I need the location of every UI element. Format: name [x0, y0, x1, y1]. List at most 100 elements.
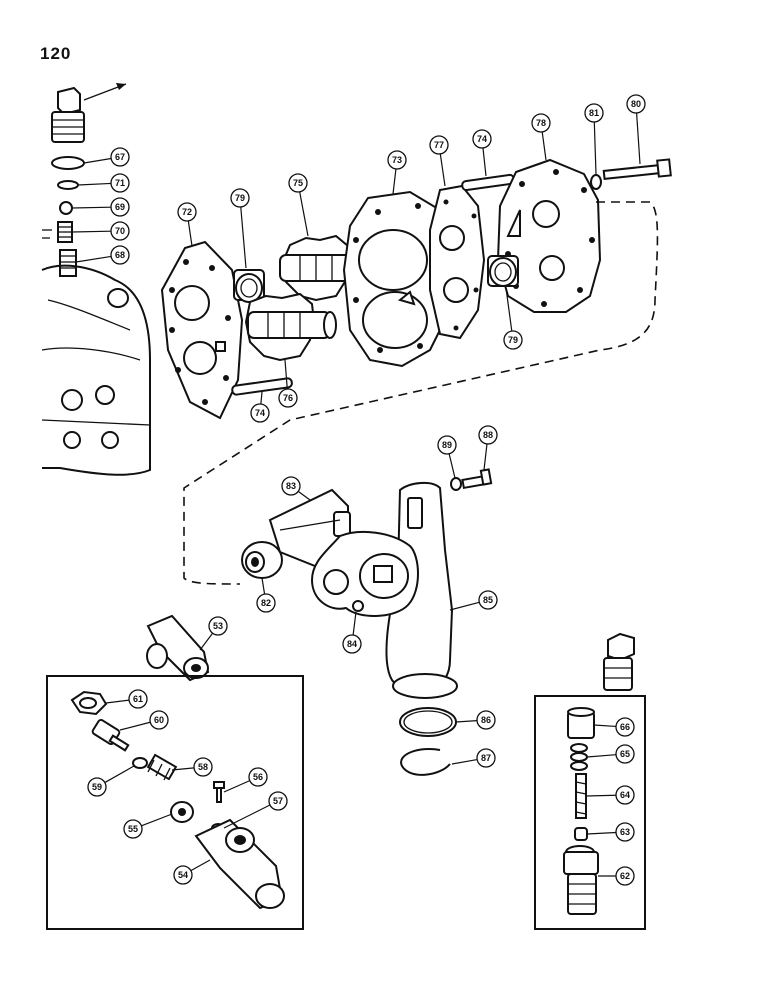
callout-leader-line	[448, 453, 456, 479]
callout-layer: 6771697068727975737774788180797476898883…	[71, 94, 646, 886]
callout-circle	[472, 129, 492, 149]
callout-label: 64	[620, 790, 630, 800]
callout-79: 79	[230, 188, 250, 269]
callout-leader-line	[141, 813, 173, 827]
callout-leader-line	[171, 767, 195, 771]
callout-label: 72	[182, 207, 192, 217]
bolt-80	[602, 158, 672, 181]
callout-59: 59	[87, 765, 135, 797]
dowel-pin-74-lower	[231, 377, 293, 396]
callout-circle	[437, 435, 457, 455]
outlet-tube-85	[385, 482, 458, 699]
callout-60: 60	[119, 710, 169, 731]
pump-body-73	[342, 190, 457, 368]
callout-label: 78	[536, 118, 546, 128]
callout-circle	[230, 188, 250, 208]
callout-circle	[281, 476, 301, 496]
callout-circle	[615, 822, 635, 842]
callout-label: 82	[261, 598, 271, 608]
callout-85: 85	[449, 590, 498, 611]
callout-74: 74	[472, 129, 492, 177]
callout-label: 58	[198, 762, 208, 772]
callout-leader-line	[297, 490, 311, 501]
callout-label: 62	[620, 871, 630, 881]
callout-74: 74	[250, 391, 270, 423]
callout-56: 56	[223, 767, 268, 793]
callout-circle	[531, 113, 551, 133]
callout-label: 74	[477, 134, 487, 144]
valve-tee-53	[146, 614, 210, 682]
washers-65	[570, 743, 588, 771]
callout-75: 75	[288, 173, 309, 237]
callout-leader-line	[240, 206, 247, 269]
callout-leader-line	[83, 157, 112, 164]
callout-circle	[208, 616, 228, 636]
callout-circle	[278, 388, 298, 408]
callout-label: 88	[483, 430, 493, 440]
callout-circle	[110, 221, 130, 241]
callout-label: 73	[392, 155, 402, 165]
callout-76: 76	[278, 359, 298, 408]
fitting-top-right	[603, 632, 635, 691]
callout-label: 69	[115, 202, 125, 212]
callout-leader-line	[190, 859, 211, 872]
callout-leader-line	[104, 765, 135, 784]
callout-53: 53	[199, 616, 228, 651]
callout-circle	[128, 689, 148, 709]
bushing-79-right	[487, 255, 519, 287]
bolt-88	[461, 468, 493, 490]
callout-leader-line	[77, 182, 112, 186]
callout-66: 66	[593, 717, 635, 737]
callout-circle	[615, 744, 635, 764]
callout-leader-line	[119, 721, 151, 731]
spring-70	[57, 221, 73, 243]
snap-ring-87	[400, 748, 451, 776]
callout-leader-line	[439, 153, 446, 187]
callout-label: 80	[631, 99, 641, 109]
callout-leader-line	[261, 577, 266, 595]
callout-label: 76	[283, 393, 293, 403]
callout-80: 80	[626, 94, 646, 165]
inset-box-relief-detail	[534, 695, 646, 930]
callout-58: 58	[171, 757, 213, 777]
callout-leader-line	[482, 147, 487, 177]
callout-61: 61	[105, 689, 148, 709]
callout-circle	[173, 865, 193, 885]
callout-78: 78	[531, 113, 551, 161]
callout-label: 71	[115, 178, 125, 188]
cap-nut-66	[567, 707, 595, 739]
callout-label: 86	[481, 715, 491, 725]
callout-circle	[626, 94, 646, 114]
callout-circle	[476, 748, 496, 768]
ball-69	[59, 201, 73, 215]
callout-leader-line	[352, 611, 357, 636]
nut-61	[70, 690, 108, 716]
callout-leader-line	[449, 601, 480, 611]
washer-71	[57, 180, 79, 190]
gasket-77	[429, 184, 486, 340]
callout-65: 65	[586, 744, 635, 764]
callout-label: 60	[154, 715, 164, 725]
callout-circle	[110, 245, 130, 265]
callout-label: 74	[255, 408, 265, 418]
callout-circle	[503, 330, 523, 350]
callout-label: 81	[589, 108, 599, 118]
callout-leader-line	[593, 121, 597, 175]
washer-59	[132, 757, 148, 769]
callout-leader-line	[585, 794, 617, 797]
callout-leader-line	[451, 758, 478, 765]
callout-82: 82	[256, 577, 276, 613]
screw-56	[213, 781, 225, 803]
callout-circle	[615, 866, 635, 886]
callout-label: 54	[178, 870, 188, 880]
callout-circle	[149, 710, 169, 730]
callout-leader-line	[187, 220, 193, 247]
callout-circle	[342, 634, 362, 654]
callout-label: 67	[115, 152, 125, 162]
nut-82	[241, 541, 283, 579]
callout-leader-line	[71, 230, 112, 233]
callout-leader-line	[199, 632, 214, 651]
callout-circle	[584, 103, 604, 123]
callout-leader-line	[593, 724, 617, 728]
spring-58	[146, 753, 178, 781]
